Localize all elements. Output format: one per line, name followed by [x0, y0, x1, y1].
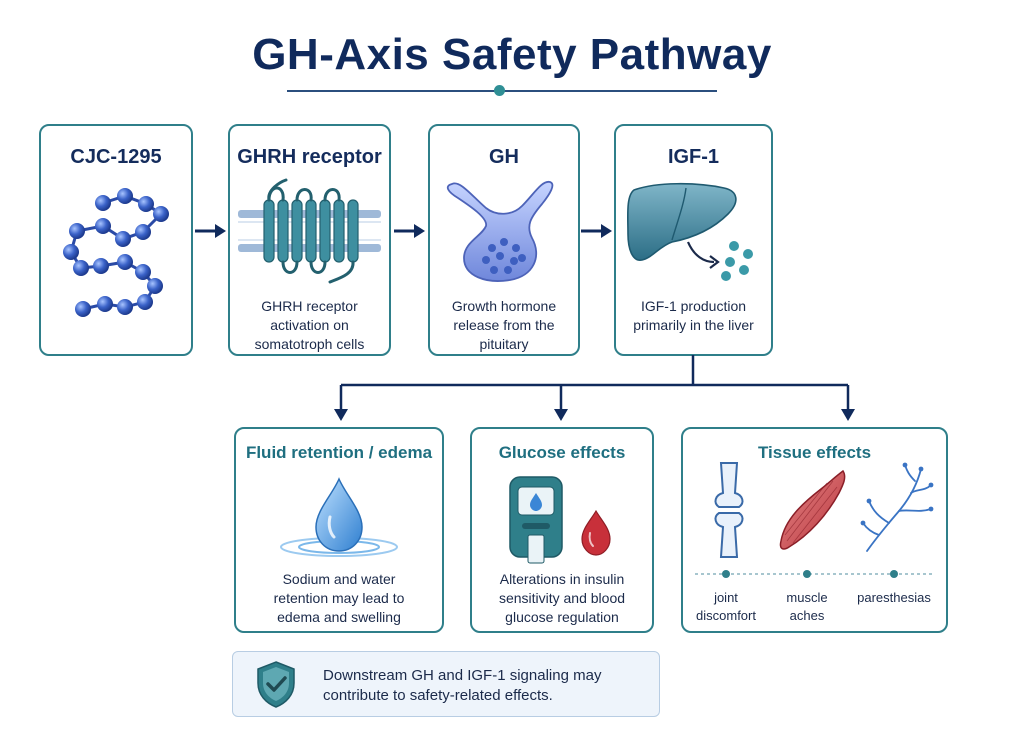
water-drop-icon [280, 477, 398, 557]
card-text-igf-1: IGF-1 production primarily in the liver [633, 298, 754, 333]
arrow-cjc-to-ghrh [195, 224, 226, 238]
liver-icon [626, 182, 753, 281]
card-text-glucose-effects: Alterations in insulin sensitivity and b… [498, 571, 626, 625]
safety-note: Downstream GH and IGF-1 signaling may co… [232, 651, 660, 717]
card-title-ghrh-receptor: GHRH receptor [237, 146, 382, 168]
branch-connector [334, 355, 855, 421]
card-ghrh-receptor: GHRH receptor [228, 124, 391, 356]
card-text-fluid-retention: Sodium and water retention may lead to e… [273, 571, 405, 625]
title-divider-dot [494, 85, 505, 96]
card-title-igf-1: IGF-1 [667, 146, 720, 168]
card-title-tissue-effects: Tissue effects [757, 443, 872, 462]
page-title: GH-Axis Safety Pathway [252, 30, 772, 79]
muscle-icon [779, 469, 846, 550]
safety-note-text: Downstream GH and IGF-1 signaling may co… [323, 667, 602, 704]
tissue-label-paresthesias: paresthesias [857, 590, 931, 605]
card-text-gh: Growth hormone release from the pituitar… [451, 298, 557, 352]
card-title-cjc-1295: CJC-1295 [70, 146, 162, 168]
card-title-fluid-retention: Fluid retention / edema [245, 443, 433, 462]
card-text-ghrh-receptor: GHRH receptor activation on somatotroph … [254, 298, 365, 352]
card-cjc-1295: CJC-1295 [39, 124, 193, 356]
tissue-label-joint: joint discomfort [696, 590, 756, 623]
arrow-ghrh-to-gh [394, 224, 425, 238]
glucose-meter-icon [509, 476, 611, 564]
card-tissue-effects: Tissue effects [681, 427, 948, 633]
shield-check-icon [257, 661, 295, 708]
arrow-gh-to-igf [581, 224, 612, 238]
card-igf-1: IGF-1 IGF-1 production primarily in the … [614, 124, 773, 356]
peptide-chain-icon [63, 188, 169, 317]
nerve-icon [860, 462, 934, 552]
receptor-membrane-icon [238, 178, 381, 284]
joint-icon [714, 462, 744, 558]
card-gh: GH Growth hormone release from the pitui… [428, 124, 580, 356]
pituitary-gland-icon [446, 181, 554, 282]
card-title-glucose-effects: Glucose effects [498, 443, 626, 462]
tissue-label-muscle: muscle aches [786, 590, 828, 623]
tissue-timeline [695, 570, 934, 578]
card-title-gh: GH [489, 146, 519, 168]
card-fluid-retention: Fluid retention / edema Sodium and water… [234, 427, 444, 633]
card-glucose-effects: Glucose effects Alterations in insulin s… [470, 427, 654, 633]
